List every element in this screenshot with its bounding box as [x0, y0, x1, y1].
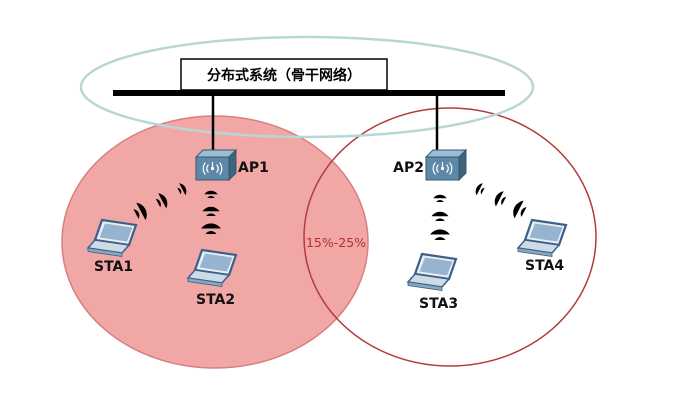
ap1-coverage-area — [61, 115, 369, 369]
wifi-signal-ap2-sta4 — [473, 181, 529, 221]
ap2-icon — [425, 149, 467, 181]
backbone-bus-bar — [113, 90, 505, 96]
sta2-label: STA2 — [196, 292, 235, 308]
ap1-icon — [195, 149, 237, 181]
backbone-title: 分布式系统（骨干网络） — [207, 67, 361, 84]
sta4-laptop-icon — [516, 218, 568, 258]
sta1-label: STA1 — [94, 259, 133, 275]
ap2-label: AP2 — [393, 160, 424, 176]
sta3-laptop-icon — [406, 252, 458, 292]
sta3-label: STA3 — [419, 296, 458, 312]
ap2-coverage-area — [303, 107, 597, 367]
ap1-label: AP1 — [238, 160, 269, 176]
backbone-title-box — [180, 58, 388, 91]
sta4-label: STA4 — [525, 258, 564, 274]
overlap-percentage-label: 15%-25% — [306, 235, 366, 250]
backbone-ellipse — [79, 35, 535, 139]
wifi-signal-ap2-sta3 — [430, 194, 450, 240]
